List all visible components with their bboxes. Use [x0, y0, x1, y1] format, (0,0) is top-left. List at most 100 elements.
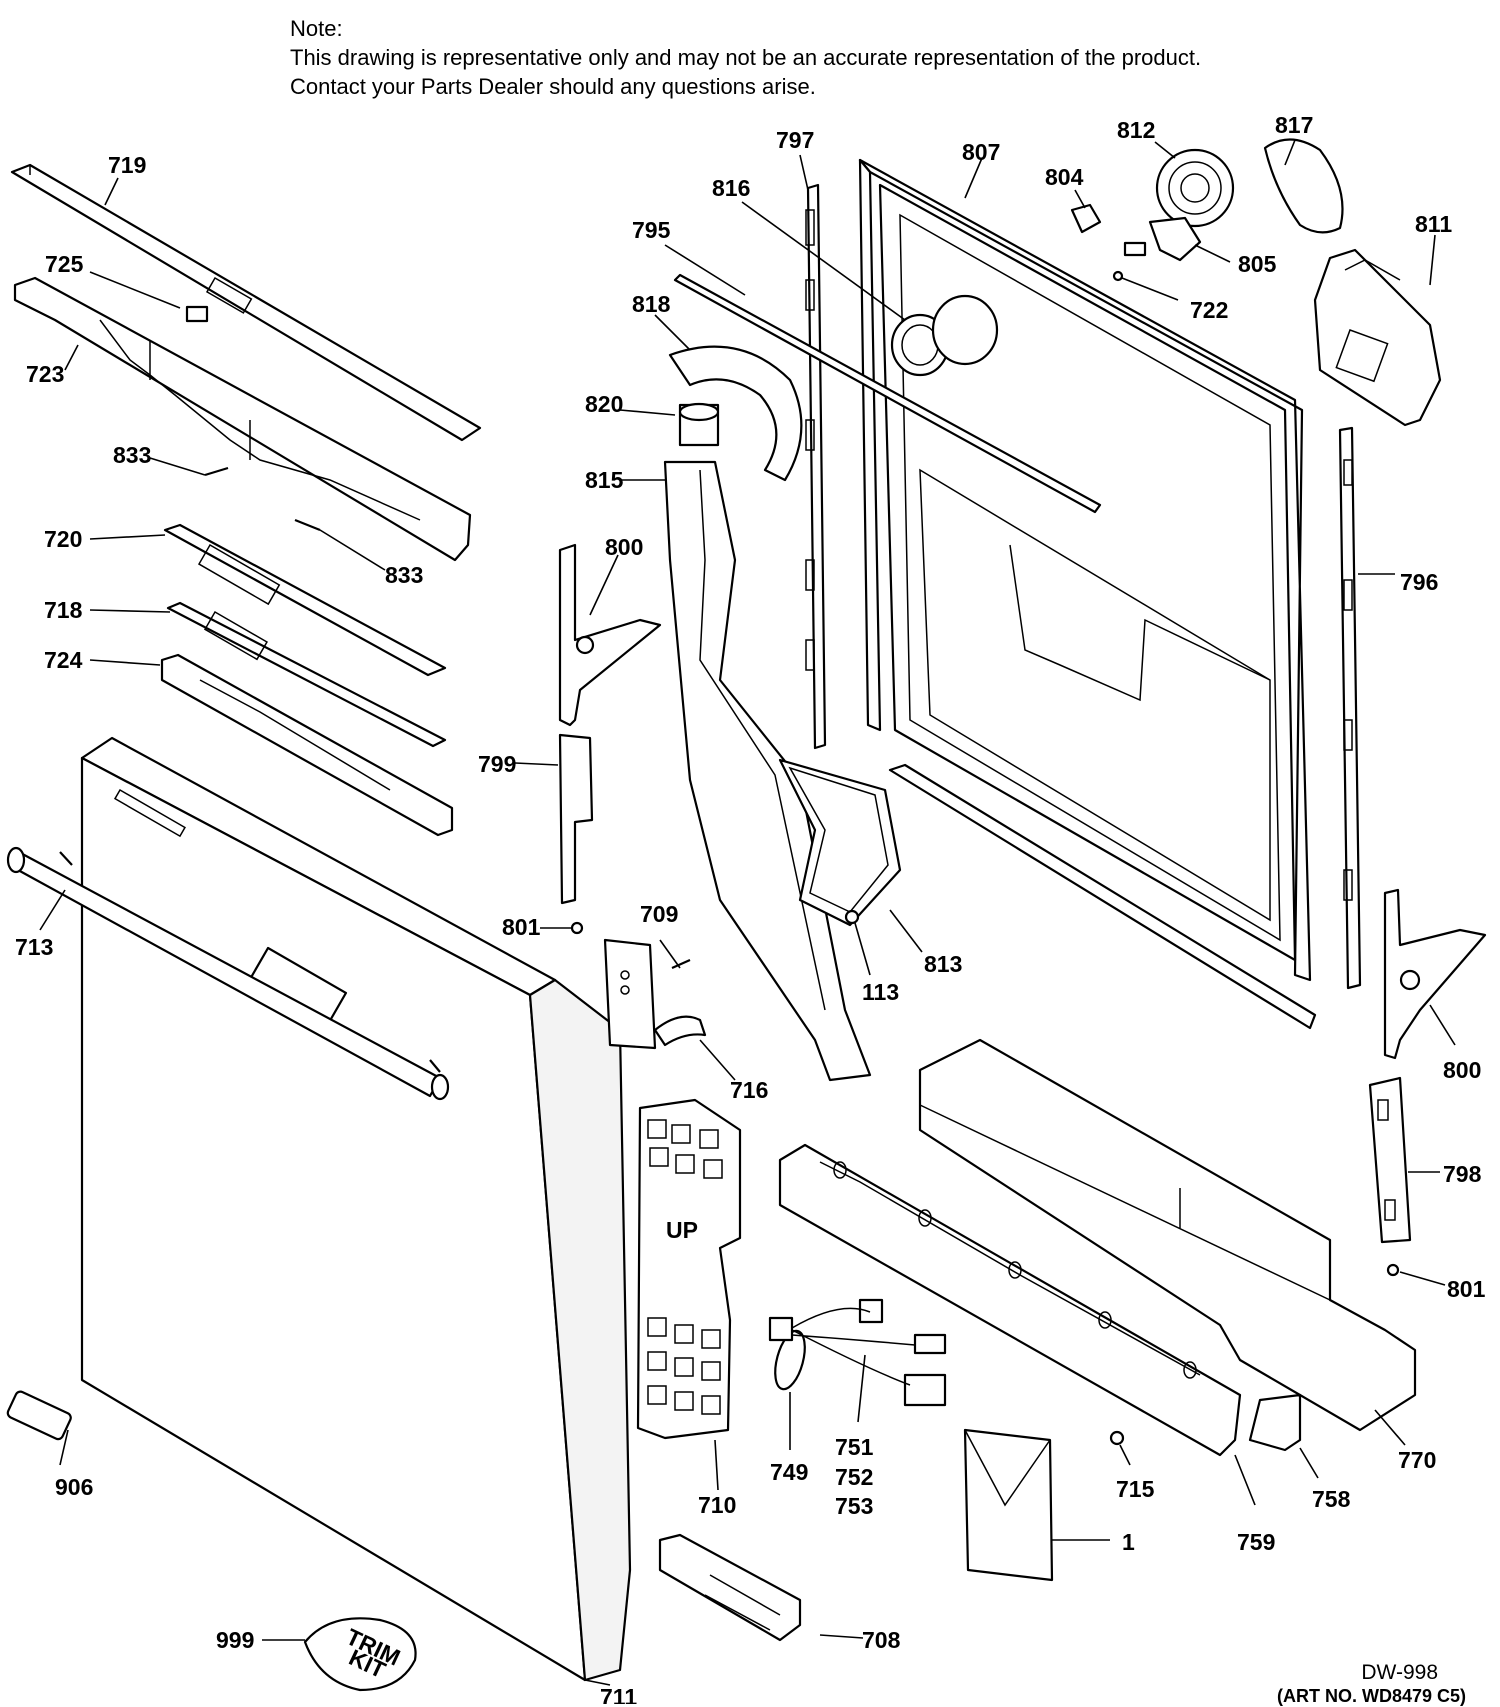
control-board-720	[163, 523, 447, 677]
screw-833-upper	[204, 466, 229, 477]
bracket-805	[1123, 216, 1202, 262]
bracket-709	[603, 938, 657, 1050]
clip-716	[653, 958, 707, 1047]
screw-722	[1112, 270, 1124, 282]
label-718: 718	[44, 597, 83, 623]
badge-906	[6, 1390, 72, 1441]
label-805: 805	[1238, 251, 1277, 277]
leader-lines	[39, 139, 1456, 1686]
label-710: 710	[698, 1492, 736, 1518]
label-801-right: 801	[1447, 1276, 1486, 1302]
rail-797	[805, 183, 827, 750]
label-722: 722	[1190, 297, 1228, 323]
literature-1	[963, 1428, 1054, 1582]
label-752: 752	[835, 1464, 873, 1490]
door-handle-713	[6, 846, 450, 1101]
hinge-cover-798	[1368, 1076, 1412, 1244]
art-number: (ART NO. WD8479 C5)	[1276, 1686, 1466, 1706]
control-board-718	[166, 601, 447, 748]
label-751: 751	[835, 1434, 874, 1460]
label-799: 799	[478, 751, 516, 777]
insulation-758	[1248, 1393, 1302, 1452]
screw-801-left	[570, 921, 584, 935]
label-796: 796	[1400, 569, 1438, 595]
strip-795	[673, 273, 1102, 514]
label-749: 749	[770, 1459, 808, 1485]
label-758: 758	[1312, 1486, 1351, 1512]
screw-833-lower	[294, 518, 321, 532]
insulation-770	[918, 1038, 1417, 1432]
label-715: 715	[1116, 1476, 1155, 1502]
label-812: 812	[1117, 117, 1155, 143]
drawing-id: DW-998	[1361, 1661, 1438, 1684]
label-818: 818	[632, 291, 671, 317]
label-801-left: 801	[502, 914, 541, 940]
fan-820	[678, 402, 720, 447]
hinge-bracket-800-right	[1383, 888, 1487, 1060]
label-815: 815	[585, 467, 624, 493]
label-795: 795	[632, 217, 671, 243]
label-820: 820	[585, 391, 623, 417]
label-708: 708	[862, 1627, 901, 1653]
kickplate-759	[778, 1143, 1242, 1457]
label-770: 770	[1398, 1447, 1436, 1473]
note-line-2: Contact your Parts Dealer should any que…	[290, 74, 816, 99]
vent-812	[1155, 148, 1235, 228]
screw-801-right	[1386, 1263, 1400, 1277]
control-housing-724	[160, 653, 454, 837]
button-725	[185, 305, 209, 323]
label-113: 113	[862, 979, 899, 1005]
note-line-1: This drawing is representative only and …	[290, 45, 1202, 70]
label-711: 711	[600, 1684, 637, 1704]
vent-fan-818	[668, 345, 803, 482]
label-709: 709	[640, 901, 678, 927]
console-frame-723	[13, 276, 472, 562]
trim-kit-999: TRIM KIT	[303, 1617, 417, 1692]
hinge-bracket-800-left	[558, 543, 662, 727]
label-716: 716	[730, 1077, 768, 1103]
label-720: 720	[44, 526, 82, 552]
insulation-pad-710: UP	[636, 1098, 742, 1440]
rail-796	[1338, 426, 1362, 990]
label-804: 804	[1045, 164, 1084, 190]
inner-door-807	[858, 158, 1317, 1030]
pad-grid-top	[647, 1119, 723, 1179]
part-number-labels: 719 725 723 833 833 720 718 724 713 906 …	[15, 112, 1486, 1704]
label-719: 719	[108, 152, 146, 178]
label-800-left: 800	[605, 534, 643, 560]
label-1: 1	[1122, 1529, 1135, 1555]
label-833-lower: 833	[385, 562, 423, 588]
label-725: 725	[45, 251, 84, 277]
label-724: 724	[44, 647, 83, 673]
label-798: 798	[1443, 1161, 1482, 1187]
label-817: 817	[1275, 112, 1313, 138]
label-813: 813	[924, 951, 962, 977]
label-759: 759	[1237, 1529, 1275, 1555]
note-heading: Note:	[290, 16, 343, 41]
screw-113	[844, 909, 860, 925]
label-811: 811	[1415, 211, 1452, 237]
latch-804	[1070, 203, 1102, 234]
label-999: 999	[216, 1627, 254, 1653]
label-807: 807	[962, 139, 1000, 165]
label-723: 723	[26, 361, 64, 387]
dispenser-811	[1313, 248, 1442, 427]
cap-817	[1263, 138, 1344, 234]
screw-715	[1109, 1430, 1125, 1446]
door-outer-panel-711	[80, 736, 632, 1682]
label-753: 753	[835, 1493, 873, 1519]
label-816: 816	[712, 175, 750, 201]
pad-grid-bottom	[647, 1317, 721, 1415]
label-797: 797	[776, 127, 814, 153]
disclaimer-note: Note: This drawing is representative onl…	[290, 14, 1201, 101]
duct-815	[663, 460, 872, 1082]
label-906: 906	[55, 1474, 93, 1500]
hinge-spring-708	[658, 1533, 802, 1642]
label-800-right: 800	[1443, 1057, 1481, 1083]
hinge-cover-799	[558, 733, 594, 905]
label-833-upper: 833	[113, 442, 151, 468]
up-marking: UP	[666, 1217, 698, 1243]
console-trim-719	[10, 163, 482, 442]
label-713: 713	[15, 934, 53, 960]
